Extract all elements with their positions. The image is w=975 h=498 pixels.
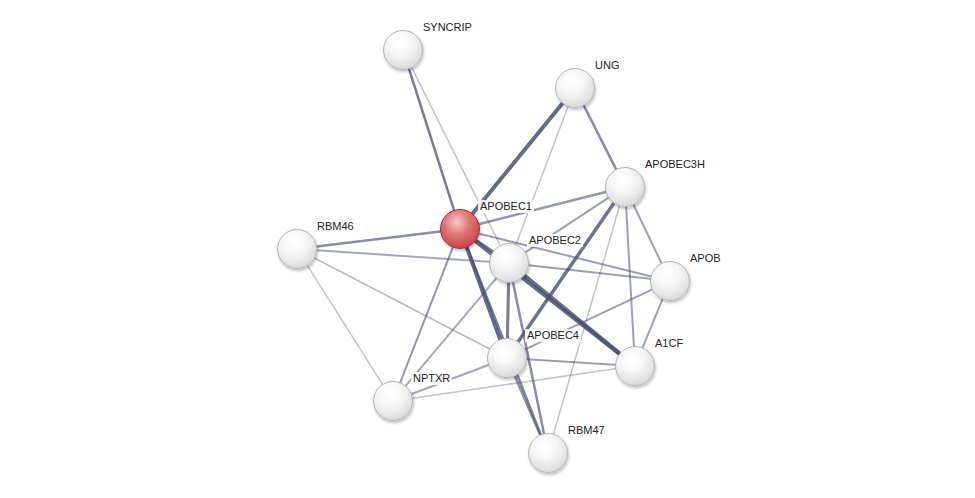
protein-label: RBM47 (566, 424, 607, 437)
interaction-edge (516, 107, 568, 245)
protein-label: APOB (688, 252, 723, 265)
protein-node: APOBEC4 (487, 338, 527, 378)
interaction-edge (584, 106, 616, 169)
protein-node: NPTXR (373, 381, 413, 421)
protein-node: A1CF (615, 346, 655, 386)
interaction-edge (308, 266, 383, 384)
protein-node: APOBEC3H (605, 167, 645, 207)
protein-label: APOBEC2 (527, 234, 583, 247)
protein-label: RBM46 (315, 220, 356, 233)
protein-node: UNG (555, 68, 595, 108)
interaction-edge (507, 283, 508, 338)
interaction-edge (526, 198, 609, 252)
interaction-edge (317, 250, 489, 261)
protein-label: APOBEC1 (478, 200, 534, 213)
protein-node: APOB (650, 261, 690, 301)
protein-label: A1CF (653, 337, 685, 350)
interaction-edge (406, 278, 496, 385)
protein-node: RBM47 (528, 433, 568, 473)
interaction-edge (527, 359, 615, 365)
protein-node: APOBEC2 (489, 243, 529, 283)
protein-node: APOBEC1 (440, 209, 480, 249)
interaction-edge (634, 205, 662, 263)
protein-label: NPTXR (411, 372, 452, 385)
protein-label: APOBEC3H (643, 158, 707, 171)
protein-label: APOBEC4 (525, 329, 581, 342)
interaction-edge (315, 258, 489, 349)
interaction-edge (524, 276, 619, 354)
interaction-edge (515, 376, 540, 434)
protein-node: RBM46 (277, 229, 317, 269)
interaction-edge (317, 231, 440, 246)
protein-node: SYNCRIP (383, 30, 423, 70)
interaction-edge (525, 290, 652, 350)
interaction-edge (529, 265, 650, 279)
protein-label: SYNCRIP (421, 21, 474, 34)
protein-label: UNG (593, 59, 621, 72)
